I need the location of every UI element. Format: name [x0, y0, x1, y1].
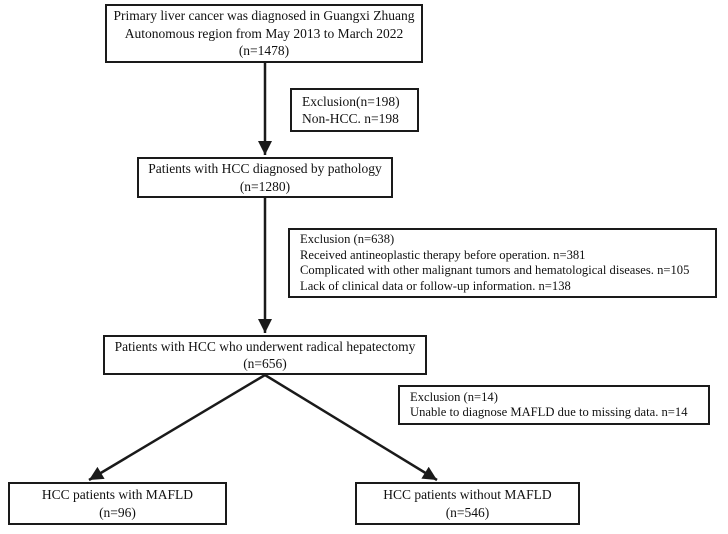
exclusion-reason-line: Complicated with other malignant tumors …: [300, 263, 690, 277]
node-text-line: Primary liver cancer was diagnosed in Gu…: [113, 8, 415, 24]
node-hcc-pathology: Patients with HCC diagnosed by pathology…: [137, 157, 393, 198]
exclusion-title-line: Exclusion (n=638): [300, 232, 395, 246]
node-exclusion-pre-op: Exclusion (n=638) Received antineoplasti…: [288, 228, 717, 298]
exclusion-reason-line: Unable to diagnose MAFLD due to missing …: [410, 405, 688, 419]
node-text-line: Autonomous region from May 2013 to March…: [124, 25, 404, 41]
node-count-line: (n=1478): [238, 43, 290, 59]
arrow-hepatectomy-to-mafld: [88, 373, 266, 482]
node-count-line: (n=546): [445, 504, 490, 520]
node-exclusion-non-hcc: Exclusion(n=198) Non-HCC. n=198: [290, 88, 419, 132]
node-hcc-with-mafld: HCC patients with MAFLD (n=96): [8, 482, 227, 525]
node-text-line: HCC patients without MAFLD: [383, 487, 552, 502]
exclusion-title-line: Exclusion (n=14): [410, 389, 498, 404]
node-primary-liver-cancer: Primary liver cancer was diagnosed in Gu…: [105, 4, 423, 63]
node-text-line: Patients with HCC who underwent radical …: [114, 338, 416, 354]
node-text-line: Patients with HCC diagnosed by pathology: [148, 161, 382, 176]
node-count-line: (n=1280): [239, 178, 291, 194]
node-text-line: HCC patients with MAFLD: [41, 487, 194, 502]
exclusion-reason-line: Non-HCC. n=198: [302, 111, 399, 126]
exclusion-reason-line: Lack of clinical data or follow-up infor…: [300, 278, 571, 293]
node-hcc-without-mafld: HCC patients without MAFLD (n=546): [355, 482, 580, 525]
exclusion-reason-line: Received antineoplastic therapy before o…: [300, 247, 586, 262]
node-radical-hepatectomy: Patients with HCC who underwent radical …: [103, 335, 427, 375]
arrow-hepatectomy-to-no-mafld: [264, 373, 438, 482]
node-count-line: (n=656): [243, 356, 287, 371]
exclusion-title-line: Exclusion(n=198): [302, 93, 400, 109]
node-exclusion-missing-data: Exclusion (n=14) Unable to diagnose MAFL…: [398, 385, 710, 425]
node-count-line: (n=96): [99, 504, 136, 520]
